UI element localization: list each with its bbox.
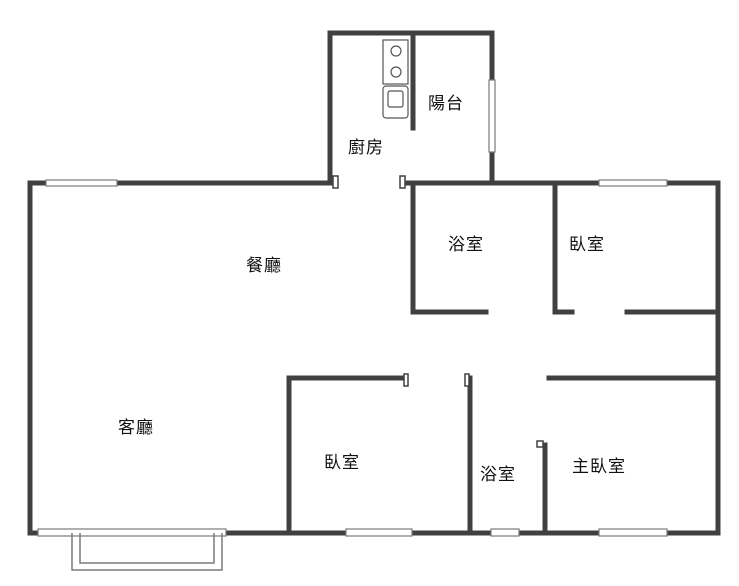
- window-bedroom2: [345, 528, 413, 537]
- window-master: [598, 528, 668, 537]
- bay-window: [71, 533, 223, 571]
- room-label-bath-top: 浴室: [448, 235, 484, 255]
- room-label-master-bedroom: 主臥室: [572, 457, 626, 477]
- kitchen-fixtures: [382, 39, 409, 119]
- window-living: [37, 528, 227, 537]
- room-label-living: 客廳: [118, 418, 154, 438]
- room-label-dining: 餐廳: [246, 256, 282, 276]
- windows: [37, 79, 668, 537]
- room-label-bath-bottom: 浴室: [480, 465, 516, 485]
- room-label-bedroom-top: 臥室: [569, 235, 605, 255]
- window-bath: [490, 528, 520, 537]
- room-label-kitchen: 廚房: [348, 138, 384, 158]
- room-label-balcony: 陽台: [428, 94, 464, 114]
- door-marks: [332, 175, 544, 448]
- window-top-left: [45, 179, 118, 187]
- window-top-bedroom: [598, 179, 668, 187]
- window-balcony: [488, 79, 496, 153]
- room-label-bedroom-bottom: 臥室: [324, 453, 360, 473]
